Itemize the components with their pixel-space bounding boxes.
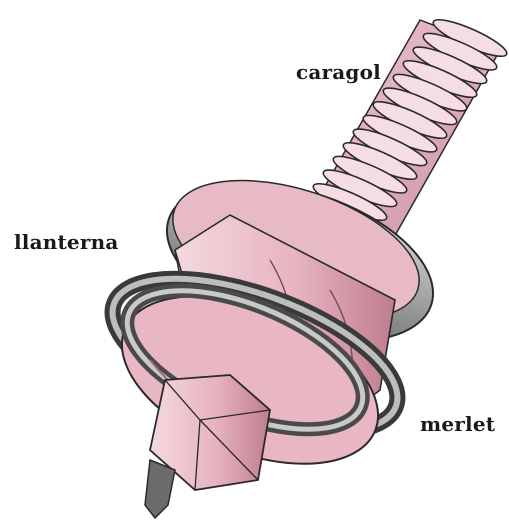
label-merlet: merlet <box>420 412 495 436</box>
label-caragol: caragol <box>296 60 381 84</box>
label-llanterna: llanterna <box>14 230 119 254</box>
screw-tip <box>145 460 175 518</box>
